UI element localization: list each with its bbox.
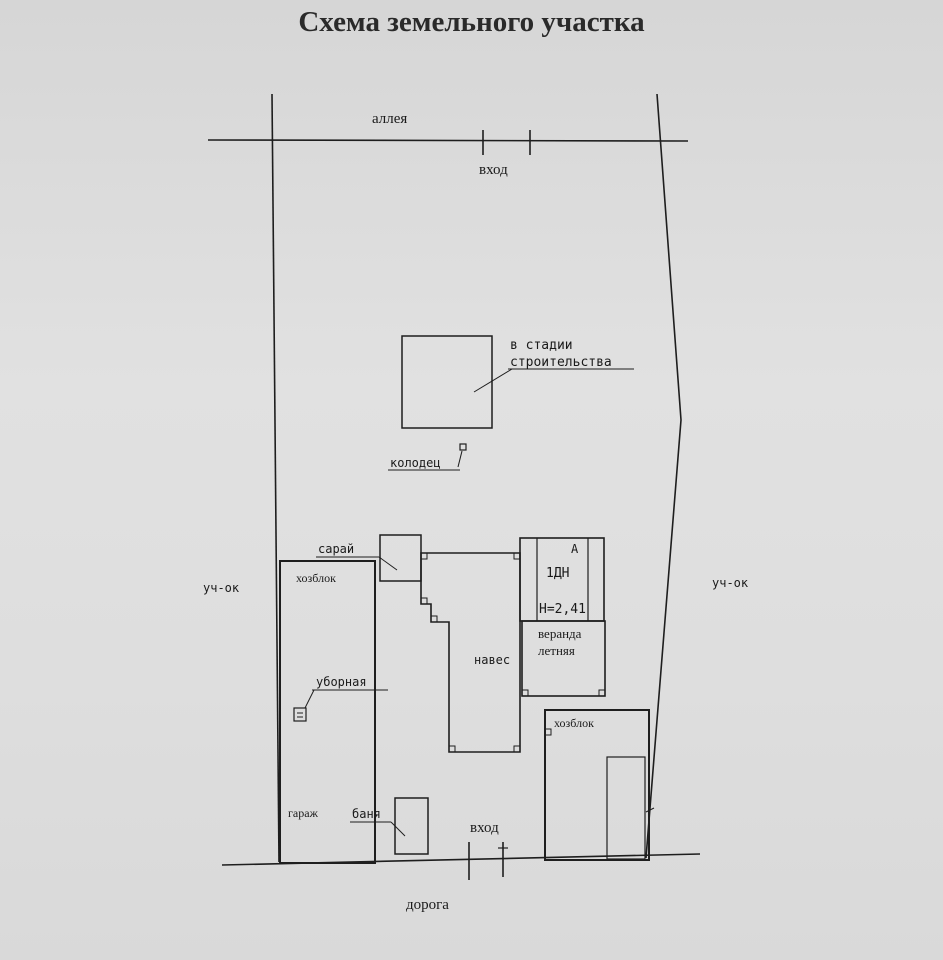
plot-right-label: уч-ок xyxy=(712,576,749,590)
boundary-right xyxy=(645,93,682,859)
well-leader xyxy=(457,450,463,468)
utility-block-left-label: хозблок xyxy=(296,571,336,585)
house-a-height: Н=2,41 xyxy=(539,602,586,617)
utility-block-right-label: хозблок xyxy=(554,716,594,730)
canopy-post-5 xyxy=(448,745,456,753)
utility-block-right xyxy=(544,709,650,861)
construction-leader xyxy=(473,368,513,393)
utility-block-right-mark xyxy=(645,807,655,813)
utility-block-left xyxy=(279,560,376,864)
road-label: дорога xyxy=(406,897,449,913)
construction-label-line1: в стадии xyxy=(510,338,573,353)
construction-label-line2: строительства xyxy=(510,355,612,370)
entrance-bottom-label: вход xyxy=(470,820,499,836)
well-label: колодец xyxy=(390,456,441,470)
toilet-leader xyxy=(304,689,315,709)
alley-line xyxy=(207,139,689,142)
veranda-label-line1: веранда xyxy=(538,626,582,641)
building-under-construction xyxy=(401,335,493,429)
house-a-letter: А xyxy=(571,542,579,556)
canopy-post-6 xyxy=(513,745,521,753)
bathhouse-leader xyxy=(390,821,406,837)
utility-block-right-post xyxy=(544,728,552,736)
garage-label: гараж xyxy=(288,806,319,820)
veranda-post-left xyxy=(521,689,529,697)
canopy-label: навес xyxy=(474,653,510,667)
canopy-post-3 xyxy=(420,597,428,605)
canopy-post-1 xyxy=(420,552,428,560)
boundary-left xyxy=(271,93,280,863)
utility-block-right-inner xyxy=(606,756,646,860)
page-title: Схема земельного участка xyxy=(298,6,645,38)
veranda xyxy=(521,620,606,697)
shed-leader xyxy=(378,556,398,571)
veranda-post-right xyxy=(598,689,606,697)
shed xyxy=(379,534,422,582)
well-marker xyxy=(459,443,467,451)
alley-label: аллея xyxy=(372,111,407,127)
entrance-top-label: вход xyxy=(479,162,508,178)
toilet-label: уборная xyxy=(316,675,367,689)
shed-label: сарай xyxy=(318,542,354,556)
canopy-post-2 xyxy=(513,552,521,560)
bathhouse-label: баня xyxy=(352,807,381,821)
house-a-floors: 1ДН xyxy=(546,566,569,581)
bathhouse xyxy=(394,797,429,855)
toilet-marker xyxy=(293,707,307,722)
canopy-post-4 xyxy=(430,615,438,623)
veranda-label-line2: летняя xyxy=(538,643,575,658)
plot-left-label: уч-ок xyxy=(203,581,240,595)
